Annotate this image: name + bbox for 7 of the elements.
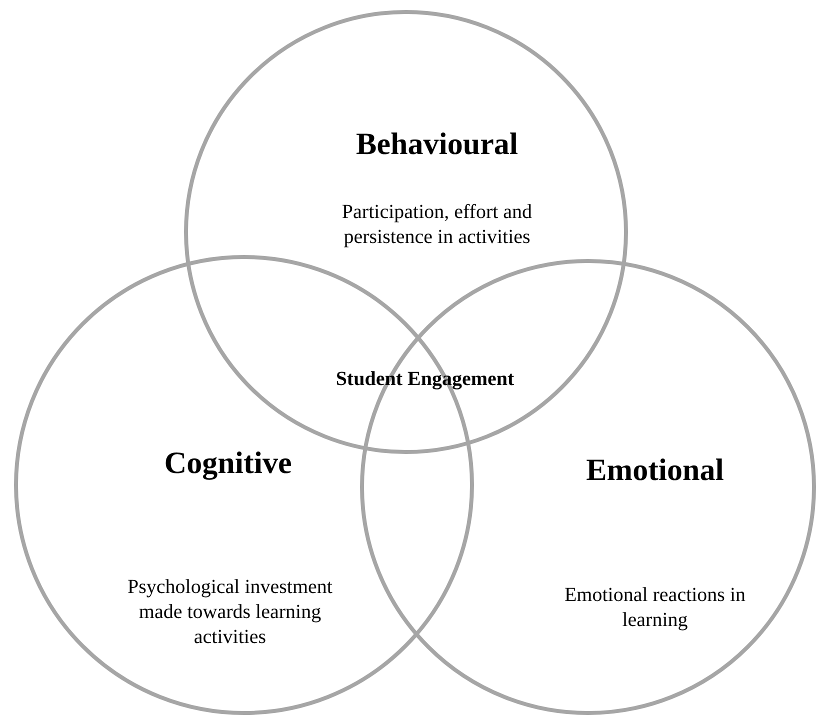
circle-description: Participation, effort and persistence in activities [340, 200, 534, 250]
circle-heading: Behavioural [355, 126, 519, 162]
circle-description: Emotional reactions in learning [563, 583, 747, 633]
circle-heading: Cognitive [163, 445, 293, 481]
center-label: Student Engagement [335, 367, 515, 392]
circle-heading: Emotional [585, 452, 725, 488]
circle-description: Psychological investment made towards learning activities [126, 575, 334, 650]
